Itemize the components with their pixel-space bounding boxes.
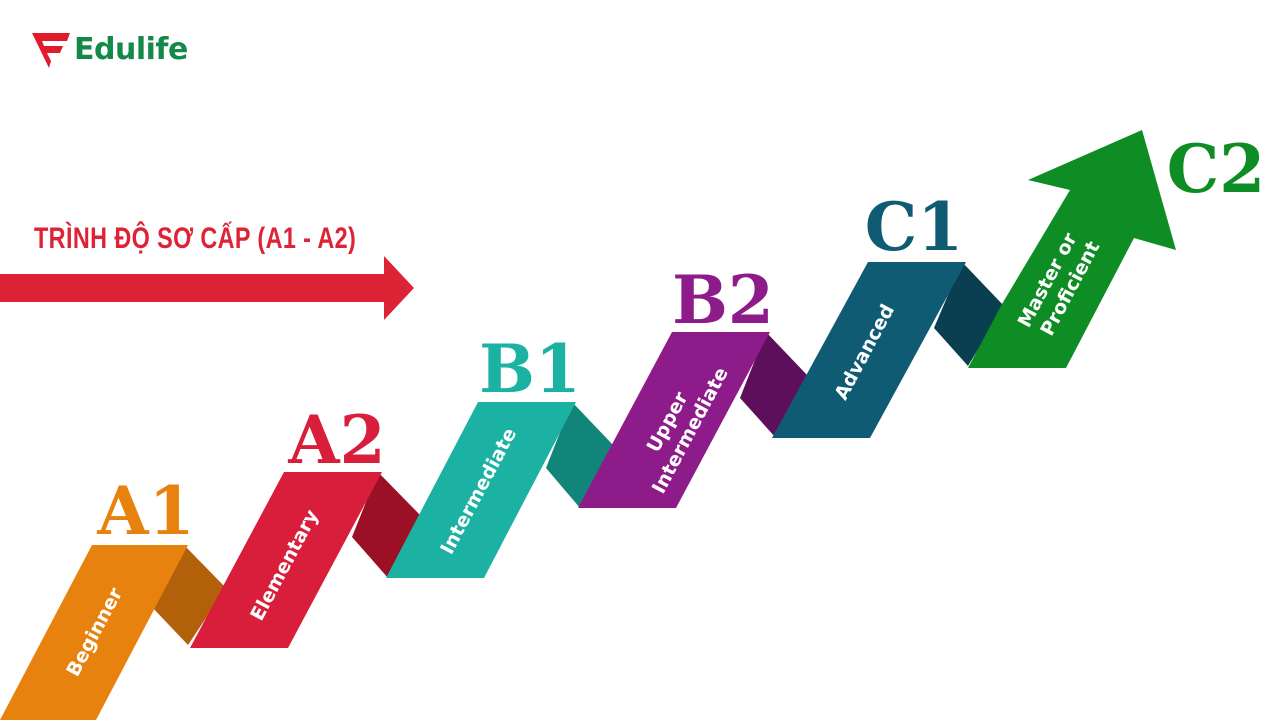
level-b2-band — [578, 332, 770, 508]
level-b2-code: B2 — [672, 261, 774, 339]
level-c1-code: C1 — [865, 188, 963, 266]
logo-wordmark: Edulife — [74, 32, 188, 67]
edulife-logo-mark-icon — [32, 33, 70, 68]
level-c1-band — [772, 262, 966, 438]
level-b2: B2 Upper Intermediate — [578, 261, 808, 508]
level-a2-band — [190, 472, 382, 648]
level-b1-band — [386, 402, 576, 578]
level-b1: B1 Intermediate — [386, 330, 614, 578]
level-a2-code: A2 — [287, 401, 385, 479]
level-b1-riser-shade — [546, 402, 614, 508]
level-a1-band — [0, 545, 188, 720]
level-b1-code: B1 — [479, 330, 581, 408]
right-arrow-icon — [0, 256, 414, 320]
section-heading: TRÌNH ĐỘ SƠ CẤP (A1 - A2) — [34, 222, 357, 255]
level-a1-riser-shade — [150, 545, 226, 645]
level-c2-code: C2 — [1167, 130, 1265, 208]
level-c1: C1 Advanced — [772, 188, 1004, 438]
level-c2-arrow-band — [968, 130, 1176, 368]
level-a2: A2 Elementary — [190, 401, 420, 648]
level-b2-riser-shade — [740, 332, 808, 438]
level-a1-code: A1 — [96, 472, 194, 550]
level-a1: A1 Beginner — [0, 472, 226, 720]
level-c2: C2 Master or Proficient — [968, 130, 1265, 368]
level-a2-riser-shade — [352, 472, 420, 578]
